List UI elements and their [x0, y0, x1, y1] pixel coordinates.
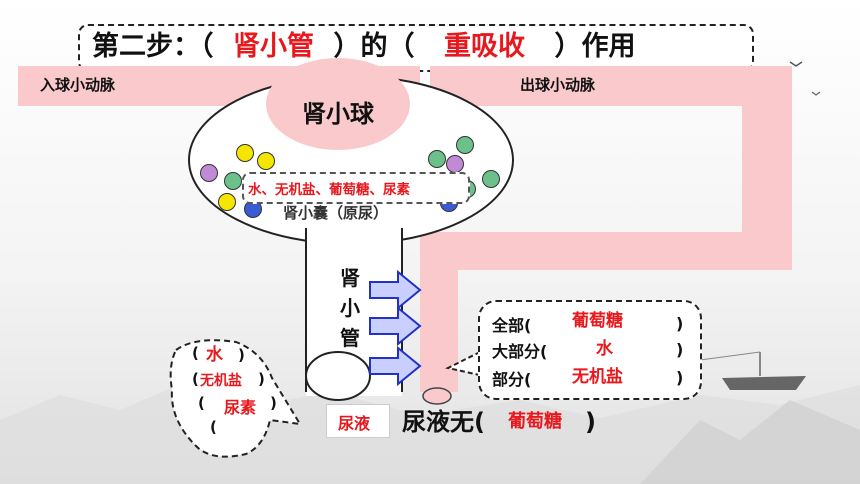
- urine-row-answer: 水: [206, 345, 223, 365]
- tubule-label-3: 管: [340, 326, 360, 350]
- urine-contents-list: ( 水 ) ( 无机盐 ) ( 尿素 ) (: [190, 340, 280, 444]
- filtrate-contents-box: [242, 172, 470, 204]
- peritubular-capillary-top: [420, 232, 792, 270]
- urine-statement-prefix: 尿液无(: [402, 408, 485, 436]
- capsule-label: 肾小囊（原尿）: [283, 204, 389, 222]
- title-suffix: ）作用: [554, 31, 636, 62]
- particle-green: [224, 172, 242, 190]
- bird-icon: [811, 91, 821, 96]
- particle-purple: [200, 164, 218, 182]
- glomerulus-shape: [266, 58, 410, 150]
- reabsorption-row: 部分( 无机盐 ): [490, 362, 695, 390]
- arrow-right-icon: [369, 345, 422, 387]
- reabsorption-row-answer: 水: [596, 339, 613, 359]
- urine-statement: 尿液无( 葡萄糖): [402, 402, 596, 437]
- urine-row: ( 尿素 ): [190, 392, 280, 418]
- tubule-label-2: 小: [340, 296, 360, 320]
- reabsorption-row-answer: 葡萄糖: [572, 311, 623, 331]
- urine-row-close: ): [258, 370, 265, 388]
- urine-row-close: ): [238, 346, 245, 364]
- urine-tag: [326, 404, 390, 438]
- reabsorption-row-close: ): [676, 340, 684, 359]
- afferent-arteriole-label: 入球小动脉: [40, 76, 116, 94]
- filtrate-contents: 水、无机盐、葡萄糖、尿素: [248, 182, 410, 198]
- reabsorption-row-close: ): [676, 314, 684, 333]
- reabsorption-row-label: 大部分(: [492, 342, 548, 361]
- efferent-arteriole: [430, 66, 792, 106]
- urine-row: ( 水 ): [190, 340, 280, 366]
- title-blank-1: 肾小管: [233, 31, 314, 62]
- urine-row-open: (: [192, 370, 199, 388]
- reabsorption-list: 全部( 葡萄糖 ) 大部分( 水 ) 部分( 无机盐 ): [490, 306, 695, 390]
- bird-icon: [789, 61, 803, 67]
- peritubular-capillary-down: [420, 232, 458, 392]
- urine-statement-suffix: ): [584, 408, 596, 436]
- particle-yellow: [236, 144, 254, 162]
- reabsorption-bubble: [478, 300, 702, 400]
- efferent-arteriole-label: 出球小动脉: [520, 76, 596, 94]
- near-mountains: [640, 400, 860, 484]
- urine-row: ( 无机盐 ): [190, 366, 280, 392]
- reabsorption-row: 全部( 葡萄糖 ): [490, 306, 695, 335]
- page-title: 第二步：（ 肾小管 ）的（ 重吸收 ）作用: [92, 27, 732, 67]
- particle-green: [428, 150, 446, 168]
- urine-tag-text: 尿液: [338, 414, 371, 433]
- tubule-bottom: [305, 351, 371, 401]
- title-prefix: 第二步：（: [92, 31, 214, 62]
- reabsorption-row-close: ): [676, 368, 684, 387]
- boat-icon: [699, 351, 806, 390]
- title-middle: ）的（: [333, 31, 415, 62]
- urine-row-close: ): [270, 394, 277, 412]
- particle-yellow: [218, 193, 236, 211]
- bladder-drop: [422, 387, 452, 405]
- particle-yellow: [257, 152, 275, 170]
- urine-row: (: [190, 418, 280, 444]
- reabsorption-row-label: 全部(: [492, 316, 532, 335]
- urine-row-open: (: [192, 344, 199, 362]
- glomerulus-label: 肾小球: [302, 100, 374, 128]
- urine-row-open: (: [210, 418, 217, 436]
- reabsorption-row-answer: 无机盐: [572, 367, 623, 387]
- arrow-right-icon: [369, 269, 422, 311]
- reabsorption-row: 大部分( 水 ): [490, 334, 695, 362]
- tubule-label-1: 肾: [340, 266, 360, 290]
- urine-statement-blank: 葡萄糖: [507, 411, 562, 432]
- title-blank-2: 重吸收: [444, 31, 525, 62]
- particle-green: [456, 136, 474, 154]
- urine-row-open: (: [198, 394, 205, 412]
- urine-row-answer: 无机盐: [200, 373, 242, 389]
- particle-green: [482, 170, 500, 188]
- urine-row-answer: 尿素: [224, 398, 257, 417]
- reabsorption-row-label: 部分(: [492, 370, 532, 389]
- arrow-right-icon: [369, 305, 422, 347]
